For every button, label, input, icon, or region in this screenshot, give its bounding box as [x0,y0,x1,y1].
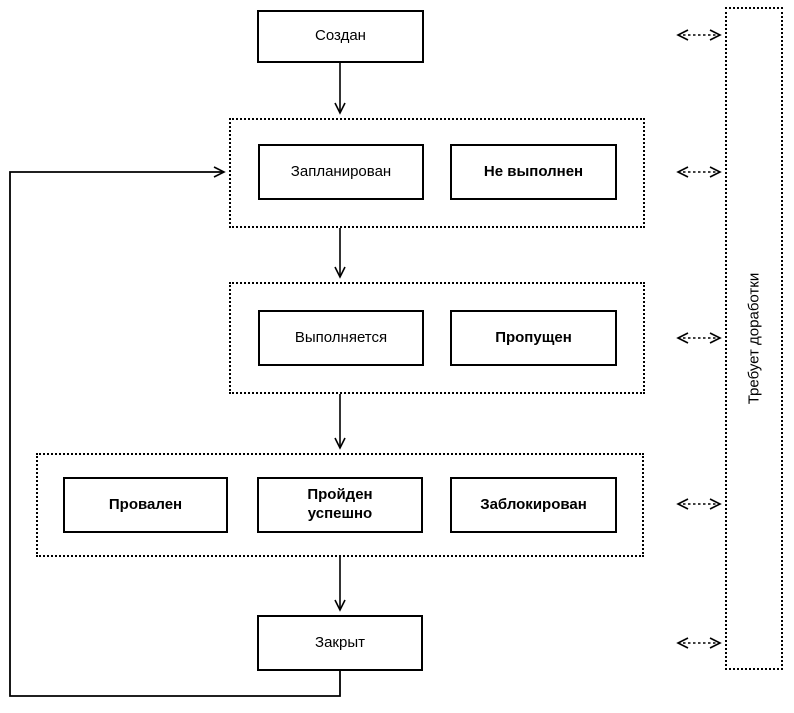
arrow-closed-loop-to-planned-group [9,166,341,697]
node-skipped: Пропущен [450,310,617,366]
node-running: Выполняется [258,310,424,366]
node-planned-label: Запланирован [290,162,392,180]
node-blocked: Заблокирован [450,477,617,533]
node-created: Создан [257,10,424,63]
group-planned [229,118,645,228]
group-result [36,453,644,557]
node-closed-label: Закрыт [315,633,365,651]
node-passed-label: Пройден успешно [307,486,373,522]
node-not-executed-label: Не выполнен [483,162,584,180]
node-created-label: Создан [315,27,366,45]
group-running [229,282,645,394]
rework-column: Требует доработки [725,7,783,670]
node-failed: Провален [63,477,228,533]
node-running-label: Выполняется [294,328,388,346]
node-blocked-label: Заблокирован [480,495,587,513]
node-planned: Запланирован [258,144,424,200]
node-closed: Закрыт [257,615,423,671]
node-failed-label: Провален [108,495,183,513]
node-not-executed: Не выполнен [450,144,617,200]
node-passed: Пройден успешно [257,477,423,533]
node-skipped-label: Пропущен [495,328,572,346]
